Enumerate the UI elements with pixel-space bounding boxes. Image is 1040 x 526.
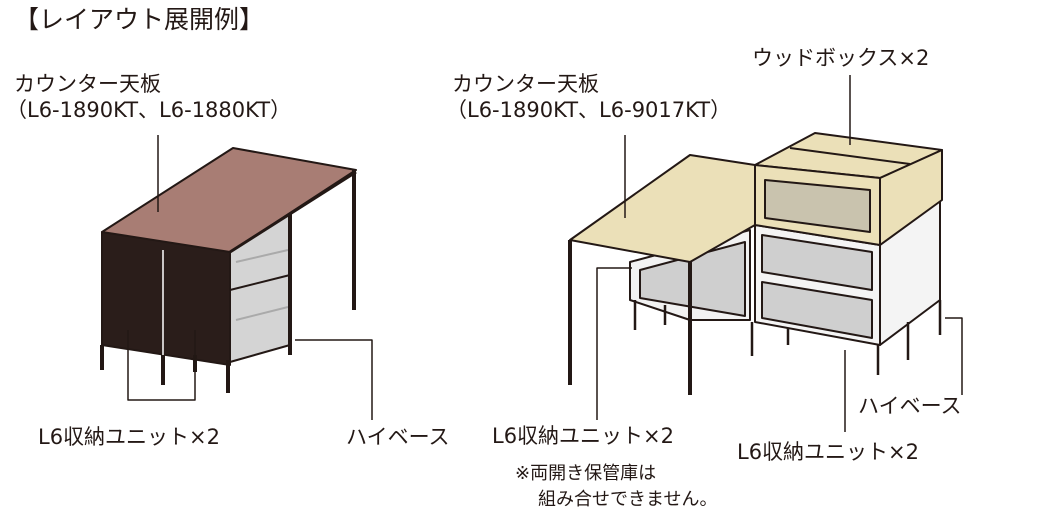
left-layout-illustration	[100, 135, 373, 420]
left-counter-label: カウンター天板	[14, 72, 161, 96]
left-storage-label: L6収納ユニット×2	[38, 425, 221, 449]
right-storage-label-back: L6収納ユニット×2	[737, 440, 920, 464]
note-line-2: 組み合せできません。	[538, 489, 718, 510]
left-counter-top	[101, 147, 357, 253]
right-counter-models: （L6-1890KT、L6-9017KT）	[446, 98, 732, 122]
left-counter-models: （L6-1890KT、L6-1880KT）	[6, 98, 292, 122]
left-dark-units	[101, 231, 231, 366]
left-base-label: ハイベース	[346, 425, 450, 449]
right-counter-top	[569, 154, 756, 263]
page-title: 【レイアウト展開例】	[14, 5, 265, 34]
right-storage-label-front: L6収納ユニット×2	[492, 424, 675, 448]
note-line-1: ※両開き保管庫は	[515, 463, 657, 484]
right-layout-illustration	[568, 75, 963, 432]
right-counter-label: カウンター天板	[452, 72, 599, 96]
wood-box-label: ウッドボックス×2	[752, 46, 930, 70]
right-base-label: ハイベース	[858, 394, 962, 418]
